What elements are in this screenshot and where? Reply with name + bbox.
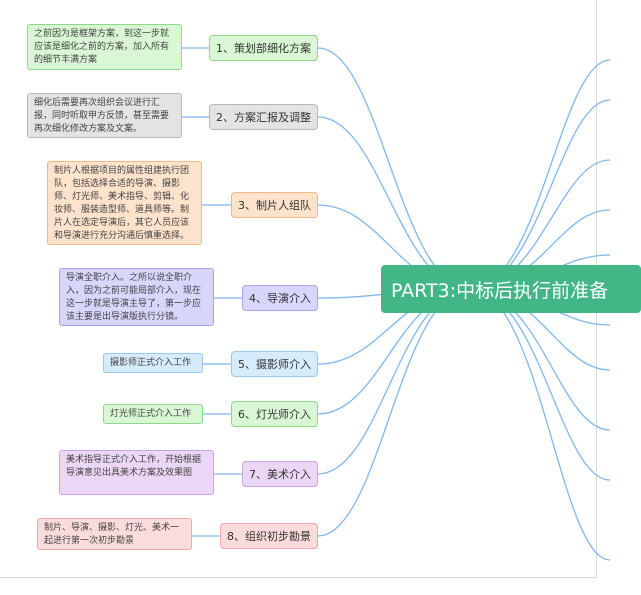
branch-note-text: 导演全职介入。之所以说全职介入，因为之前可能局部介入，现在这一步就是导演主导了，…: [66, 273, 202, 322]
branch-note-text: 细化后需要再次组织会议进行汇报，同时听取甲方反馈，甚至需要再次细化修改方案及文案…: [34, 98, 170, 134]
branch-topic-label: 8、组织初步勘景: [227, 530, 311, 543]
central-topic-label: PART3:中标后执行前准备: [391, 279, 609, 302]
branch-topic-label: 1、策划部细化方案: [216, 42, 311, 55]
branch-topic-5[interactable]: 5、摄影师介入: [231, 351, 318, 377]
branch-connector: [317, 288, 471, 537]
mindmap-canvas: PART3:中标后执行前准备 之前因为是框架方案，到这一步就应该是细化之前的方案…: [0, 0, 641, 578]
branch-topic-label: 4、导演介入: [249, 292, 311, 305]
branch-topic-8[interactable]: 8、组织初步勘景: [220, 523, 318, 549]
branch-connector: [317, 288, 471, 475]
branch-topic-label: 2、方案汇报及调整: [216, 111, 311, 124]
branch-topic-3[interactable]: 3、制片人组队: [231, 192, 318, 218]
branch-note-1[interactable]: 之前因为是框架方案，到这一步就应该是细化之前的方案，加入所有的细节丰满方案: [27, 24, 182, 70]
branch-note-text: 美术指导正式介入工作，开始根据导演意见出具美术方案及效果图: [66, 455, 202, 478]
branch-topic-2[interactable]: 2、方案汇报及调整: [209, 104, 318, 130]
branch-note-8[interactable]: 制片、导演、摄影、灯光、美术一起进行第一次初步勘景: [37, 518, 192, 550]
branch-connector: [317, 47, 471, 290]
offscreen-connector: [469, 288, 611, 561]
branch-connector: [317, 116, 471, 290]
branch-note-text: 之前因为是框架方案，到这一步就应该是细化之前的方案，加入所有的细节丰满方案: [34, 29, 170, 65]
branch-note-6[interactable]: 灯光师正式介入工作: [103, 404, 203, 424]
branch-note-4[interactable]: 导演全职介入。之所以说全职介入，因为之前可能局部介入，现在这一步就是导演主导了，…: [59, 268, 214, 326]
branch-note-text: 制片人根据项目的属性组建执行团队，包括选择合适的导演、摄影师、灯光师、美术指导、…: [54, 166, 190, 241]
branch-topic-4[interactable]: 4、导演介入: [242, 285, 318, 311]
branch-note-3[interactable]: 制片人根据项目的属性组建执行团队，包括选择合适的导演、摄影师、灯光师、美术指导、…: [47, 161, 202, 245]
offscreen-connector: [469, 288, 611, 481]
branch-note-text: 制片、导演、摄影、灯光、美术一起进行第一次初步勘景: [44, 523, 180, 546]
branch-topic-label: 6、灯光师介入: [238, 408, 311, 421]
branch-note-5[interactable]: 摄影师正式介入工作: [103, 353, 203, 373]
offscreen-connector: [469, 59, 611, 290]
branch-topic-6[interactable]: 6、灯光师介入: [231, 401, 318, 427]
branch-topic-label: 5、摄影师介入: [238, 358, 311, 371]
central-topic[interactable]: PART3:中标后执行前准备: [381, 265, 641, 313]
branch-note-text: 灯光师正式介入工作: [110, 408, 192, 419]
branch-topic-label: 3、制片人组队: [238, 199, 311, 212]
branch-note-7[interactable]: 美术指导正式介入工作，开始根据导演意见出具美术方案及效果图: [59, 450, 214, 495]
branch-topic-1[interactable]: 1、策划部细化方案: [209, 35, 318, 61]
branch-note-2[interactable]: 细化后需要再次组织会议进行汇报，同时听取甲方反馈，甚至需要再次细化修改方案及文案…: [27, 93, 182, 138]
branch-note-text: 摄影师正式介入工作: [110, 357, 192, 368]
branch-topic-label: 7、美术介入: [249, 468, 311, 481]
branch-topic-7[interactable]: 7、美术介入: [242, 461, 318, 487]
